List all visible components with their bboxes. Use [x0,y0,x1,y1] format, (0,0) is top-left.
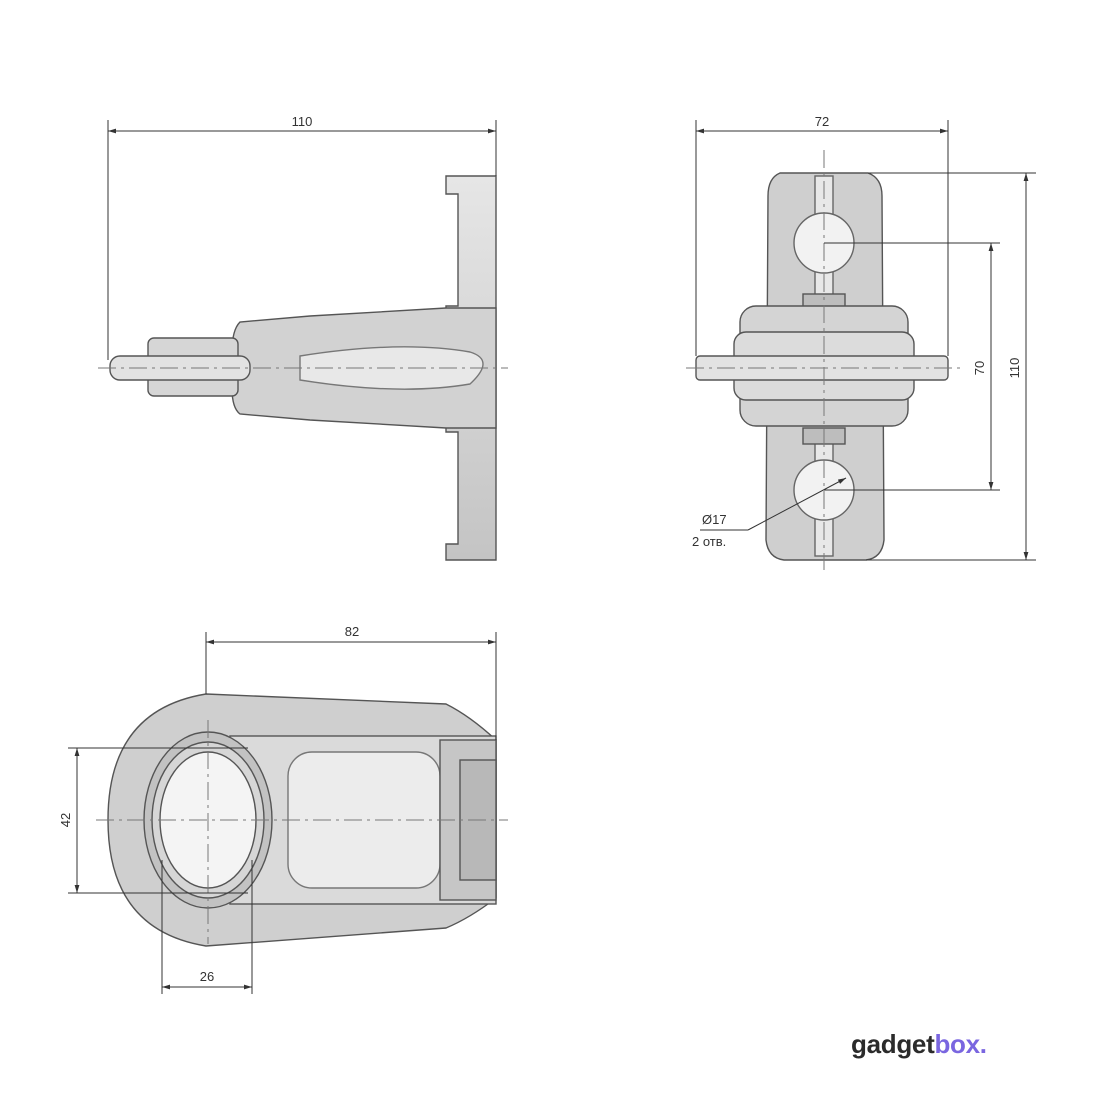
brand-logo: gadgetbox. [851,1029,987,1060]
top-centerlines [96,720,508,944]
dim-hole-count-label: 2 отв. [692,534,726,549]
dim-side-length-label: 110 [292,114,313,129]
dim-front-hole-spacing-label: 70 [972,361,987,375]
top-view [107,693,497,947]
front-view [695,172,949,561]
dim-hole-diameter-label: Ø17 [702,512,727,527]
dim-front-width-label: 72 [815,114,829,129]
brand-logo-part1: gadget [851,1029,935,1059]
dim-top-ring-width [161,860,253,994]
dim-top-inner-width [68,747,248,894]
front-centerlines [686,150,960,570]
dim-top-ring-width-label: 26 [200,969,214,984]
dim-top-length [205,632,497,740]
dim-front-height [866,172,1036,561]
dim-top-length-label: 82 [345,624,359,639]
dim-front-hole-spacing [824,242,1000,491]
dim-top-inner-width-label: 42 [58,813,73,827]
dim-front-width [695,120,949,356]
brand-logo-dot: . [979,1029,987,1059]
brand-logo-part2: box [934,1029,980,1059]
dim-front-height-label: 110 [1007,358,1022,379]
dim-hole-leader [700,477,847,531]
dim-side-length [107,120,497,360]
